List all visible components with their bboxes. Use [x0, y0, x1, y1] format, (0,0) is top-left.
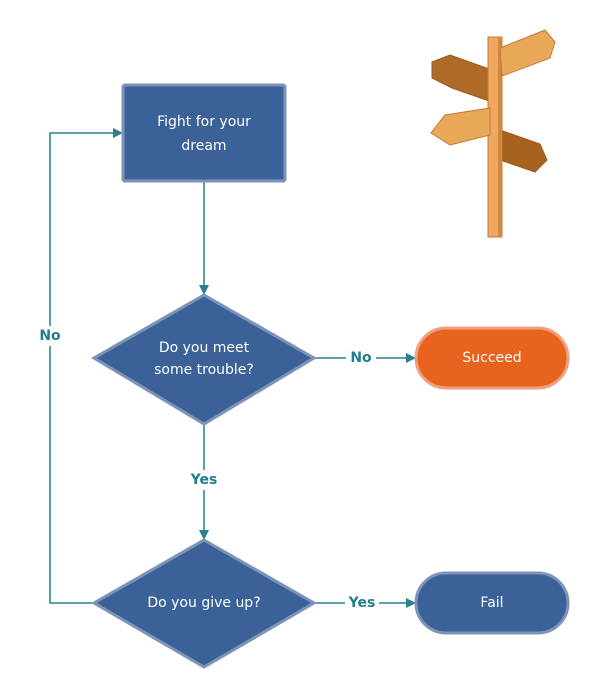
edge-giveup-to-start: No	[34, 128, 123, 604]
node-succeed[interactable]: Succeed	[414, 326, 570, 390]
svg-text:some trouble?: some trouble?	[154, 362, 254, 378]
svg-text:Do you meet: Do you meet	[159, 340, 250, 356]
node-fail[interactable]: Fail	[414, 571, 570, 635]
svg-text:Succeed: Succeed	[462, 350, 521, 366]
signpost-icon	[430, 29, 556, 238]
edge-giveup-to-fail: Yes	[314, 594, 416, 612]
svg-text:Fail: Fail	[480, 595, 503, 611]
node-do-you-meet-some-trouble[interactable]: Do you meet some trouble?	[91, 293, 317, 426]
edge-label-yes: Yes	[190, 472, 218, 488]
svg-text:Do you give up?: Do you give up?	[147, 595, 260, 611]
edge-label-no: No	[39, 328, 61, 344]
svg-text:dream: dream	[181, 138, 226, 154]
svg-text:Fight for your: Fight for your	[157, 114, 251, 130]
node-fight-for-your-dream[interactable]: Fight for your dream	[121, 83, 287, 183]
node-do-you-give-up[interactable]: Do you give up?	[90, 538, 318, 669]
edge-trouble-to-succeed: No	[314, 349, 416, 367]
edge-label-yes: Yes	[348, 595, 376, 611]
edge-label-no: No	[350, 350, 372, 366]
edge-trouble-to-giveup: Yes	[186, 424, 222, 540]
